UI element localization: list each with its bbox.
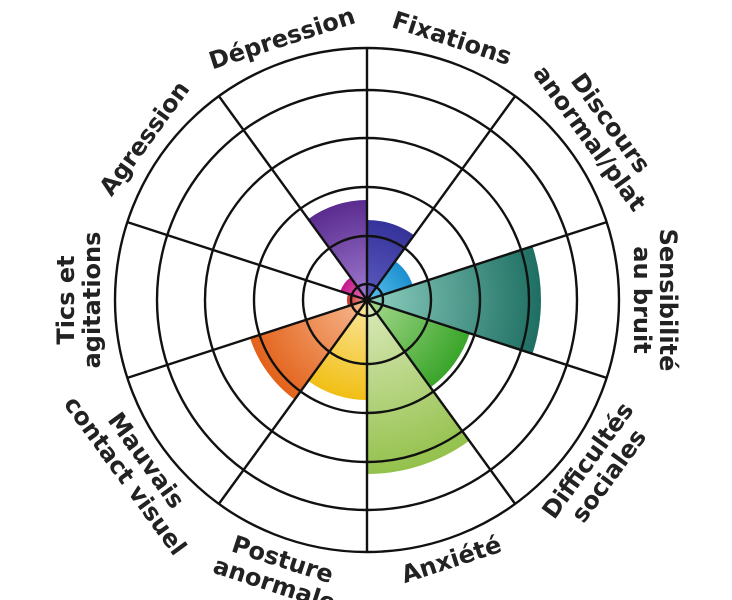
grid-spoke-8 (126, 220, 368, 302)
wedge-8 (340, 277, 367, 300)
label-depression-line-0: Dépression (205, 2, 358, 76)
label-fixations: Fixations (389, 6, 515, 71)
grid-spoke-2 (366, 220, 608, 302)
wedge-4 (367, 300, 470, 474)
label-depression: Dépression (205, 2, 358, 76)
label-sensibilite-line-1: au bruit (628, 246, 656, 353)
wedges-layer (250, 200, 541, 474)
label-anxiete: Anxiété (398, 530, 505, 589)
grid-spoke-1 (366, 95, 517, 301)
grid-spoke-3 (366, 298, 608, 380)
wedge-3 (367, 300, 470, 388)
label-tics-line-0: Tics et (52, 255, 80, 344)
grid-layer (113, 46, 621, 554)
wedge-5 (308, 300, 367, 400)
label-tics-line-1: agitations (78, 232, 106, 369)
grid-spoke-7 (126, 298, 368, 380)
grid-spoke-4 (366, 299, 517, 505)
label-fixations-line-0: Fixations (389, 6, 515, 71)
wedge-0 (367, 220, 415, 300)
label-anxiete-line-0: Anxiété (398, 530, 505, 589)
wedge-2 (367, 246, 541, 354)
grid-spoke-9 (217, 95, 368, 301)
wedge-9 (308, 200, 367, 300)
grid-spoke-6 (217, 299, 368, 505)
wedge-6 (250, 300, 367, 400)
label-sensibilite-line-0: Sensibilité (654, 229, 682, 372)
